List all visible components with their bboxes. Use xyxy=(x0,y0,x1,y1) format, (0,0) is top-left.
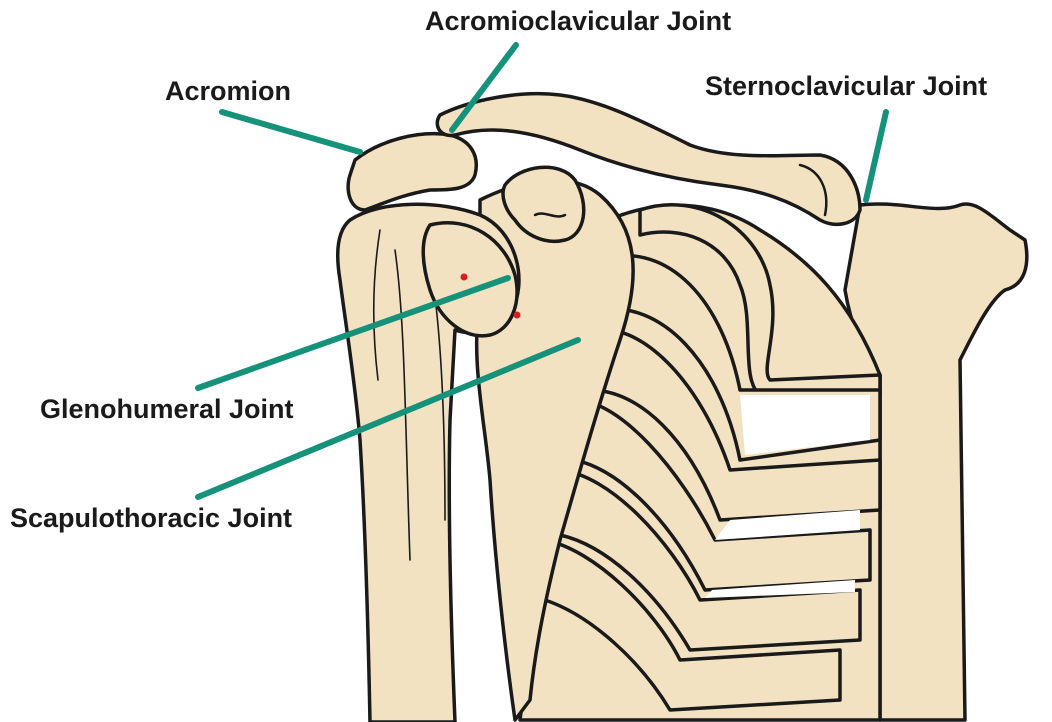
label-acromion: Acromion xyxy=(165,78,291,105)
label-scapulothoracic-joint: Scapulothoracic Joint xyxy=(10,505,292,532)
leader-line-sternoclavicular xyxy=(866,112,886,200)
acromion xyxy=(348,134,476,210)
marker-dot xyxy=(461,274,468,281)
label-sternoclavicular-joint: Sternoclavicular Joint xyxy=(705,73,987,100)
label-glenohumeral-joint: Glenohumeral Joint xyxy=(40,396,294,423)
marker-dot xyxy=(514,312,521,319)
leader-line-acromion xyxy=(222,112,360,152)
label-acromioclavicular-joint: Acromioclavicular Joint xyxy=(425,8,731,35)
